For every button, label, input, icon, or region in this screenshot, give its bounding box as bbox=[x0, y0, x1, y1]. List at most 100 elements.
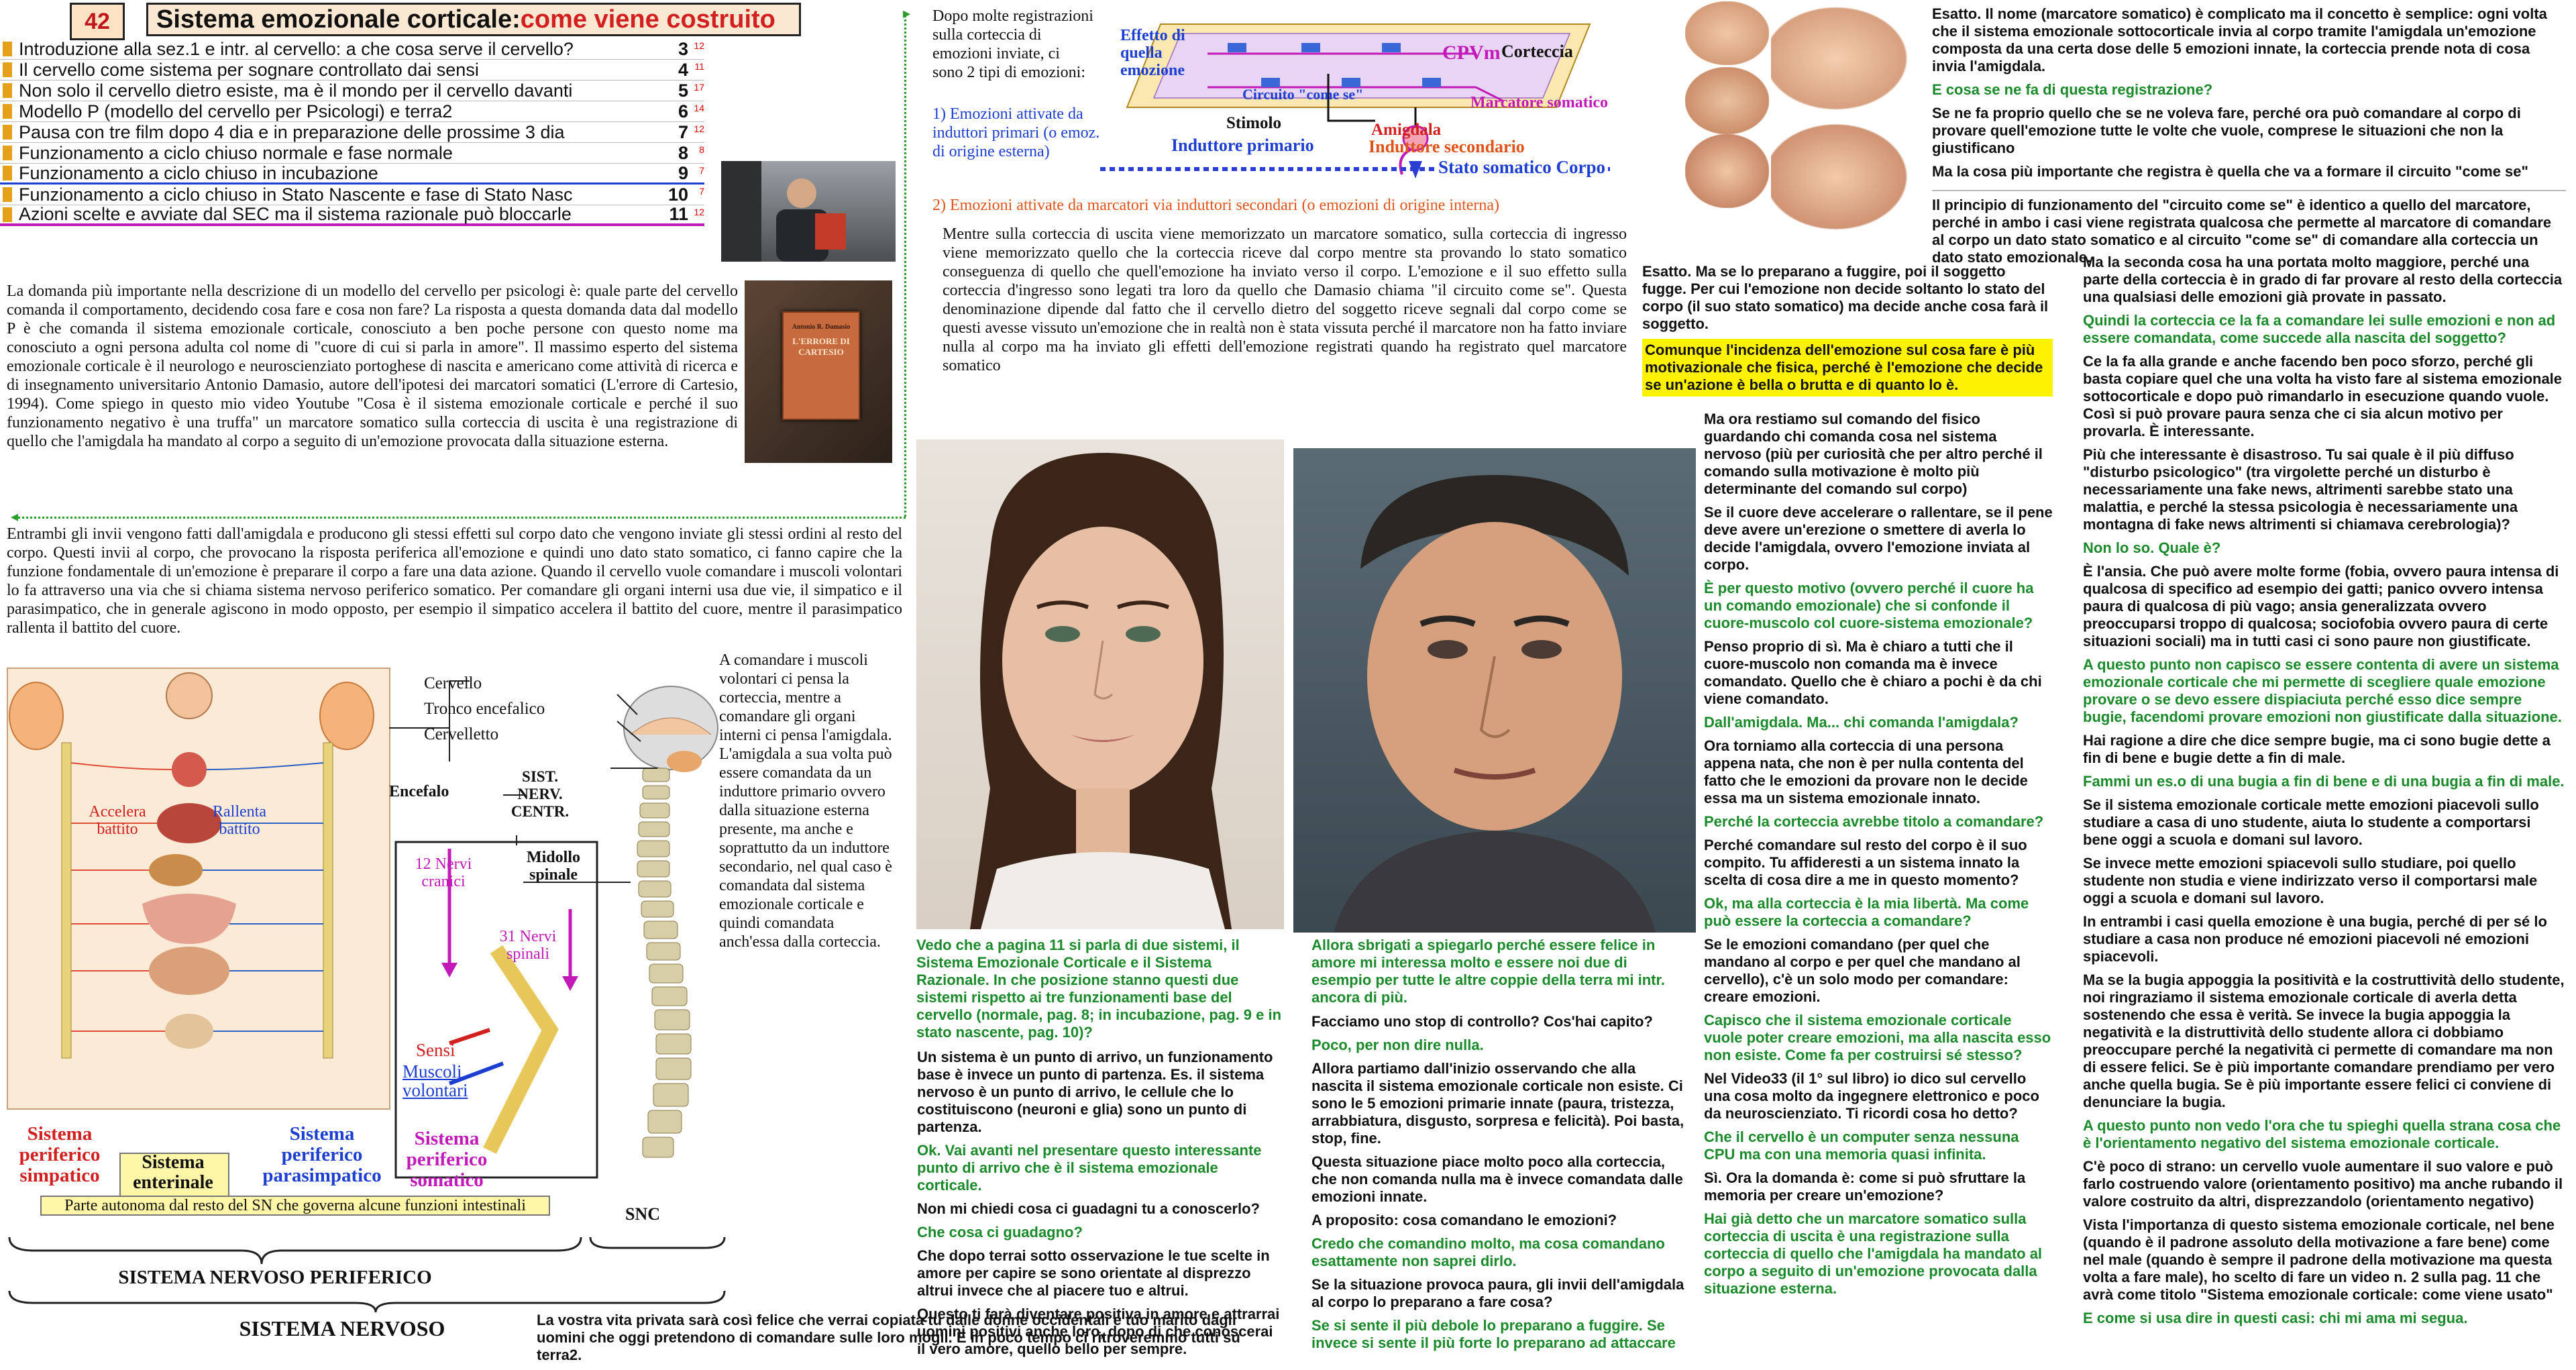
bullet-icon bbox=[3, 62, 12, 77]
table-of-contents: Introduzione alla sez.1 e intr. al cerve… bbox=[0, 39, 704, 226]
spinal-cord-illustration bbox=[389, 680, 718, 1179]
toc-row[interactable]: Funzionamento a ciclo chiuso in Stato Na… bbox=[0, 185, 704, 205]
arrow-right-icon: ▸ bbox=[903, 5, 911, 22]
label-enterinale: Sistema enterinale bbox=[133, 1152, 213, 1193]
book-title: L'ERRORE DI CARTESIO bbox=[792, 336, 850, 357]
page-number: 42 bbox=[70, 3, 125, 40]
dialog-line: Se ne fa proprio quello che se ne voleva… bbox=[1932, 105, 2521, 156]
toc-row[interactable]: Introduzione alla sez.1 e intr. al cerve… bbox=[0, 39, 704, 60]
bullet-icon bbox=[3, 166, 12, 180]
dialog-line: Fammi un es.o di una bugia a fin di bene… bbox=[2083, 773, 2565, 790]
cns-diagram: Cervello Tronco encefalico Cervelletto E… bbox=[389, 668, 724, 1251]
bullet-icon bbox=[3, 146, 12, 160]
dialog-line: A questo punto non vedo l'ora che tu spi… bbox=[2083, 1117, 2561, 1151]
toc-video: 7 bbox=[699, 165, 704, 176]
dialog-bottom-mid: Facciamo uno stop di controllo? Cos'hai … bbox=[1311, 1013, 1687, 1358]
dialog-bottom-strip: La vostra vita privata sarà così felice … bbox=[537, 1312, 1281, 1370]
toc-row[interactable]: Funzionamento a ciclo chiuso normale e f… bbox=[0, 143, 704, 164]
bullet-icon bbox=[3, 42, 12, 56]
nervi-spinali-label: 31 Nervi spinali bbox=[499, 928, 557, 963]
woman-portrait bbox=[916, 439, 1284, 929]
page-title-main: Sistema emozionale corticale: bbox=[156, 5, 521, 34]
dialog-line: È per questo motivo (ovvero perché il cu… bbox=[1704, 580, 2034, 631]
bullet-icon bbox=[3, 104, 12, 119]
dialog-line: È l'ansia. Che può avere molte forme (fo… bbox=[2083, 563, 2559, 649]
toc-video: 7 bbox=[699, 186, 704, 197]
label-sn: SISTEMA NERVOSO bbox=[239, 1316, 445, 1340]
circuit-intro: Dopo molte registrazioni sulla corteccia… bbox=[932, 7, 1093, 81]
dialog-line: Se il cuore deve accelerare o rallentare… bbox=[1704, 504, 2053, 573]
dialog-line: Se la situazione provoca paura, gli invi… bbox=[1311, 1276, 1684, 1310]
amigdala-label: Amigdala bbox=[1371, 121, 1442, 139]
cervelletto-label: Cervelletto bbox=[424, 725, 499, 743]
toc-page: 8 bbox=[678, 142, 688, 163]
dialog-line: Perché comandare sul resto del corpo è i… bbox=[1704, 837, 2027, 888]
toc-row[interactable]: Non solo il cervello dietro esiste, ma è… bbox=[0, 81, 704, 101]
circuit-type1: 1) Emozioni attivate da induttori primar… bbox=[932, 105, 1100, 160]
toc-label: Azioni scelte e avviate dal SEC ma il si… bbox=[19, 204, 572, 224]
toc-row[interactable]: Pausa con tre film dopo 4 dia e in prepa… bbox=[0, 122, 704, 143]
stato-corpo-label: Stato somatico Corpo bbox=[1436, 157, 1608, 178]
toc-row[interactable]: Azioni scelte e avviate dal SEC ma il si… bbox=[0, 204, 704, 226]
dialog-line: Dall'amigdala. Ma... chi comanda l'amigd… bbox=[1704, 714, 2019, 731]
ind-secondario-label: Induttore secondario bbox=[1368, 137, 1525, 156]
brace-lines bbox=[8, 1236, 726, 1265]
arrow-left-icon: ◂ bbox=[11, 509, 19, 525]
bullet-icon bbox=[3, 207, 12, 222]
toc-page: 10 bbox=[668, 184, 689, 205]
main-paragraph-2: Entrambi gli invii vengono fatti dall'am… bbox=[7, 525, 902, 637]
tronco-label: Tronco encefalico bbox=[424, 700, 545, 718]
dialog-line: Ora torniamo alla corteccia di una perso… bbox=[1704, 737, 2028, 806]
dialog-line: Ma se la bugia appoggia la positività e … bbox=[2083, 971, 2565, 1110]
dialog-line: Che il cervello è un computer senza ness… bbox=[1704, 1128, 2019, 1163]
dialog-line: Perché la corteccia avrebbe titolo a com… bbox=[1704, 813, 2044, 830]
dialog-line: Questa situazione piace molto poco alla … bbox=[1311, 1153, 1683, 1205]
toc-page: 3 bbox=[678, 38, 688, 59]
column-4-top: Esatto. Il nome (marcatore somatico) è c… bbox=[1932, 5, 2566, 272]
toc-label: Funzionamento a ciclo chiuso normale e f… bbox=[19, 142, 453, 163]
label-parasimpatico: Sistema periferico parasimpatico bbox=[262, 1123, 382, 1186]
dialog-line: E cosa se ne fa di questa registrazione? bbox=[1932, 81, 2213, 98]
dialog-line: Penso proprio di sì. Ma è chiaro a tutti… bbox=[1704, 638, 2042, 707]
cervello-label: Cervello bbox=[424, 674, 482, 692]
toc-page: 7 bbox=[678, 121, 688, 142]
dialog-line: Ma ora restiamo sul comando del fisico g… bbox=[1704, 411, 2043, 497]
dialog-line: Sì. Ora la domanda è: come si può sfrutt… bbox=[1704, 1169, 2026, 1204]
dialog-line: Esatto. Il nome (marcatore somatico) è c… bbox=[1932, 5, 2547, 74]
toc-video: 12 bbox=[694, 207, 704, 217]
dialog-line: Se si sente il più debole lo preparano a… bbox=[1311, 1317, 1676, 1351]
dialog-line: Se invece mette emozioni spiacevoli sull… bbox=[2083, 855, 2538, 906]
toc-row[interactable]: Funzionamento a ciclo chiuso in incubazi… bbox=[0, 162, 704, 185]
main-paragraph-3: A comandare i muscoli volontari ci pensa… bbox=[719, 651, 892, 951]
page-title-accent: come viene costruito bbox=[520, 5, 775, 34]
toc-page: 11 bbox=[669, 204, 688, 224]
toc-page: 9 bbox=[678, 162, 688, 183]
bullet-icon bbox=[3, 83, 12, 98]
toc-video: 12 bbox=[694, 123, 704, 134]
dialog-line: In entrambi i casi quella emozione è una… bbox=[2083, 913, 2547, 965]
dialog-line: Poco, per non dire nulla. bbox=[1311, 1037, 1484, 1053]
man-caption: Allora sbrigati a spiegarlo perché esser… bbox=[1311, 937, 1688, 1012]
book-cover-image: Antonio R. Damasio L'ERRORE DI CARTESIO bbox=[745, 280, 892, 463]
brain-image-4 bbox=[1771, 1, 1915, 115]
toc-page: 5 bbox=[678, 80, 688, 101]
dialog-line: Ce la fa alla grande e anche facendo ben… bbox=[2083, 353, 2563, 439]
toc-row[interactable]: Il cervello come sistema per sognare con… bbox=[0, 60, 704, 81]
woman-caption: Vedo che a pagina 11 si parla di due sis… bbox=[916, 937, 1285, 1047]
dialog-line: Quindi la corteccia ce la fa a comandare… bbox=[2083, 312, 2556, 346]
brain-image-5 bbox=[1771, 118, 1915, 235]
dialog-line: Che dopo terrai sotto osservazione le tu… bbox=[917, 1247, 1270, 1299]
man-portrait bbox=[1293, 448, 1696, 933]
toc-label: Introduzione alla sez.1 e intr. al cerve… bbox=[19, 38, 574, 59]
toc-page: 4 bbox=[678, 59, 688, 80]
toc-label: Funzionamento a ciclo chiuso in incubazi… bbox=[19, 162, 378, 183]
dialog-line: Capisco che il sistema emozionale cortic… bbox=[1704, 1012, 2051, 1063]
presenter-video-thumbnail[interactable] bbox=[721, 161, 896, 262]
dialog-line: C'è poco di strano: un cervello vuole au… bbox=[2083, 1158, 2563, 1210]
toc-row[interactable]: Modello P (modello del cervello per Psic… bbox=[0, 101, 704, 122]
dialog-bottom-left: Un sistema è un punto di arrivo, un funz… bbox=[780, 1049, 1284, 1364]
dialog-line: Il principio di funzionamento del "circu… bbox=[1932, 190, 2566, 266]
dialog-line: Un sistema è un punto di arrivo, un funz… bbox=[917, 1049, 1273, 1135]
dialog-line: Non mi chiedi cosa ci guadagni tu a cono… bbox=[917, 1200, 1260, 1217]
toc-video: 11 bbox=[694, 61, 704, 72]
